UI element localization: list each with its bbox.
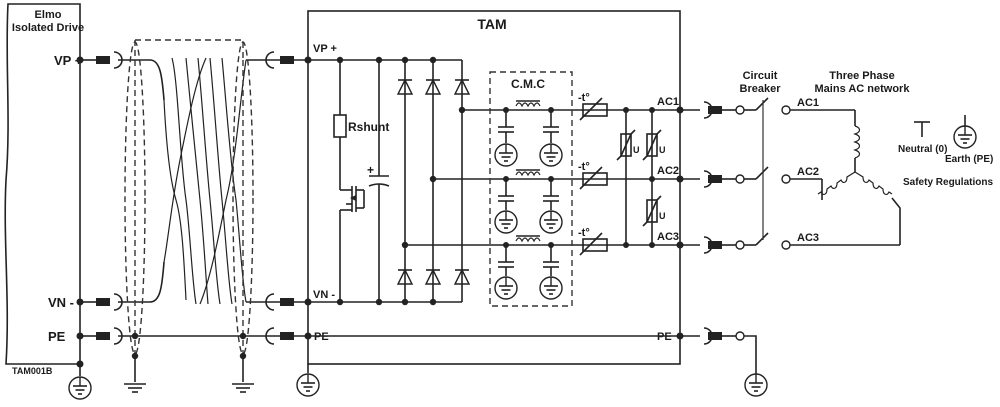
legend-neutral: Neutral (0) (898, 144, 947, 155)
tam-chassis-ground-icon (296, 373, 320, 397)
varistor-label-1: U (633, 145, 640, 155)
legend-symbols (914, 115, 977, 149)
tam-vn-label: VN - (313, 289, 335, 301)
rshunt-resistor (333, 114, 347, 138)
tam-pe-left-label: PE (314, 331, 329, 343)
drive-chassis-ground-icon (68, 376, 92, 400)
breaker-label-2: Breaker (740, 83, 782, 95)
cmc-box (489, 71, 573, 307)
drive-title-2: Isolated Drive (12, 22, 84, 34)
varistor-label-3: U (659, 211, 666, 221)
cap-plus-label: + (367, 163, 374, 177)
cmc-filter (515, 100, 541, 243)
tam-title: TAM (477, 16, 506, 32)
earth-icon (953, 125, 977, 149)
breaker-label-1: Circuit (743, 70, 778, 82)
tam-vn-plug (280, 298, 294, 306)
shield-left-ellipse (124, 41, 146, 355)
temp-label-1: -t° (578, 92, 590, 104)
circuit-breakers (722, 97, 791, 250)
tam-box (307, 10, 681, 365)
shield-right-ellipse (232, 41, 254, 355)
tam-pe-right-label: PE (657, 331, 672, 343)
mains-pe-ground-icon (744, 373, 768, 397)
mains-label-1: Three Phase (829, 70, 894, 82)
drive-pe-label: PE (48, 329, 66, 344)
tam-pe-plug (280, 332, 294, 340)
legend-earth: Earth (PE) (945, 154, 993, 165)
varistor-label-2: U (659, 145, 666, 155)
drive-code: TAM001B (12, 366, 53, 376)
tam-ac1-label: AC1 (657, 96, 679, 108)
shield-ground-right-icon (231, 383, 255, 393)
drive-vn-label: VN - (48, 295, 74, 310)
brake-transistor-icon (340, 186, 365, 212)
cmc-label: C.M.C (511, 77, 545, 91)
temp-label-3: -t° (578, 227, 590, 239)
cmc-capacitors (494, 107, 563, 300)
cable-vp-wire (80, 51, 280, 101)
drive-vp-label: VP + (54, 53, 83, 68)
thermistors (579, 97, 608, 256)
mains-ac3-label: AC3 (797, 232, 819, 244)
temp-label-2: -t° (578, 161, 590, 173)
drive-title-1: Elmo (35, 9, 62, 21)
legend-safety: Safety Regulations (903, 177, 993, 188)
mains-ac1-label: AC1 (797, 97, 819, 109)
cable-vn-wire (80, 261, 280, 311)
rshunt-label: Rshunt (348, 120, 389, 134)
tam-vp-plug (280, 56, 294, 64)
shield-ground-left-icon (123, 383, 147, 393)
cable-shield-outer (134, 39, 244, 355)
tam-vp-label: VP + (313, 43, 337, 55)
twisted-pair-icon (163, 57, 247, 305)
cable-pe-wire (80, 327, 280, 345)
rectifier-bridge (397, 56, 470, 306)
tam-ac2-label: AC2 (657, 165, 679, 177)
varistors (616, 107, 662, 248)
tam-ac3-label: AC3 (657, 231, 679, 243)
right-plugs (680, 101, 768, 397)
mains-label-2: Mains AC network (815, 83, 911, 95)
mains-ac2-label: AC2 (797, 166, 819, 178)
drive-box (4, 3, 81, 365)
three-phase-star-icon (817, 110, 901, 245)
